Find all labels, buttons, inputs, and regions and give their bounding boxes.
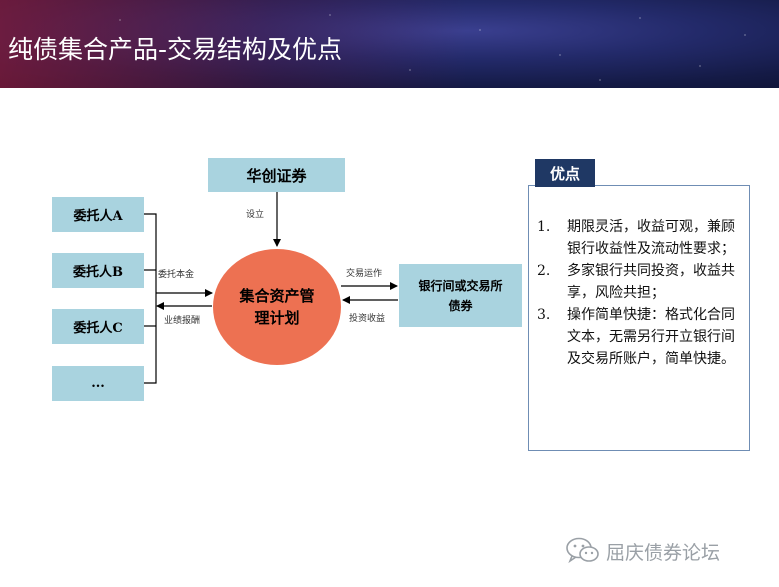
- advantages-list: 1. 期限灵活，收益可观，兼顾银行收益性及流动性要求； 2. 多家银行共同投资，…: [533, 216, 745, 370]
- advantages-panel: [528, 185, 750, 451]
- client-box-b: 委托人B: [52, 253, 144, 288]
- list-item: 2. 多家银行共同投资，收益共享，风险共担；: [533, 260, 745, 304]
- client-box-a: 委托人A: [52, 197, 144, 232]
- list-item-number: 1.: [537, 219, 551, 235]
- page-title: 纯债集合产品-交易结构及优点: [8, 35, 343, 64]
- performance-label: 业绩报酬: [164, 316, 201, 326]
- return-label: 投资收益: [349, 314, 386, 324]
- setup-label: 设立: [246, 210, 265, 220]
- banner-stars: [0, 0, 779, 88]
- list-item-number: 2.: [537, 263, 551, 279]
- collective-plan-circle: 集合资产管理计划: [213, 249, 341, 365]
- trade-label: 交易运作: [346, 269, 383, 279]
- principal-label: 委托本金: [158, 270, 195, 280]
- list-item: 1. 期限灵活，收益可观，兼顾银行收益性及流动性要求；: [533, 216, 745, 260]
- list-item-text: 多家银行共同投资，收益共享，风险共担；: [567, 263, 735, 301]
- list-item-text: 操作简单快捷：格式化合同文本，无需另行开立银行间及交易所账户，简单快捷。: [567, 307, 735, 367]
- list-item-text: 期限灵活，收益可观，兼顾银行收益性及流动性要求；: [567, 219, 735, 257]
- wechat-icon: [566, 537, 599, 564]
- bond-market-box: 银行间或交易所债券: [399, 264, 522, 327]
- header-banner: 纯债集合产品-交易结构及优点: [0, 0, 779, 88]
- advantages-heading: 优点: [535, 159, 595, 187]
- list-item: 3. 操作简单快捷：格式化合同文本，无需另行开立银行间及交易所账户，简单快捷。: [533, 304, 745, 370]
- watermark-text: 屈庆债券论坛: [606, 541, 721, 564]
- client-box-c: 委托人C: [52, 309, 144, 344]
- list-item-number: 3.: [537, 307, 551, 323]
- client-box-more: ...: [52, 366, 144, 401]
- watermark: 屈庆债券论坛: [566, 537, 720, 565]
- sponsor-box: 华创证券: [208, 158, 345, 192]
- client-bracket: [144, 213, 157, 384]
